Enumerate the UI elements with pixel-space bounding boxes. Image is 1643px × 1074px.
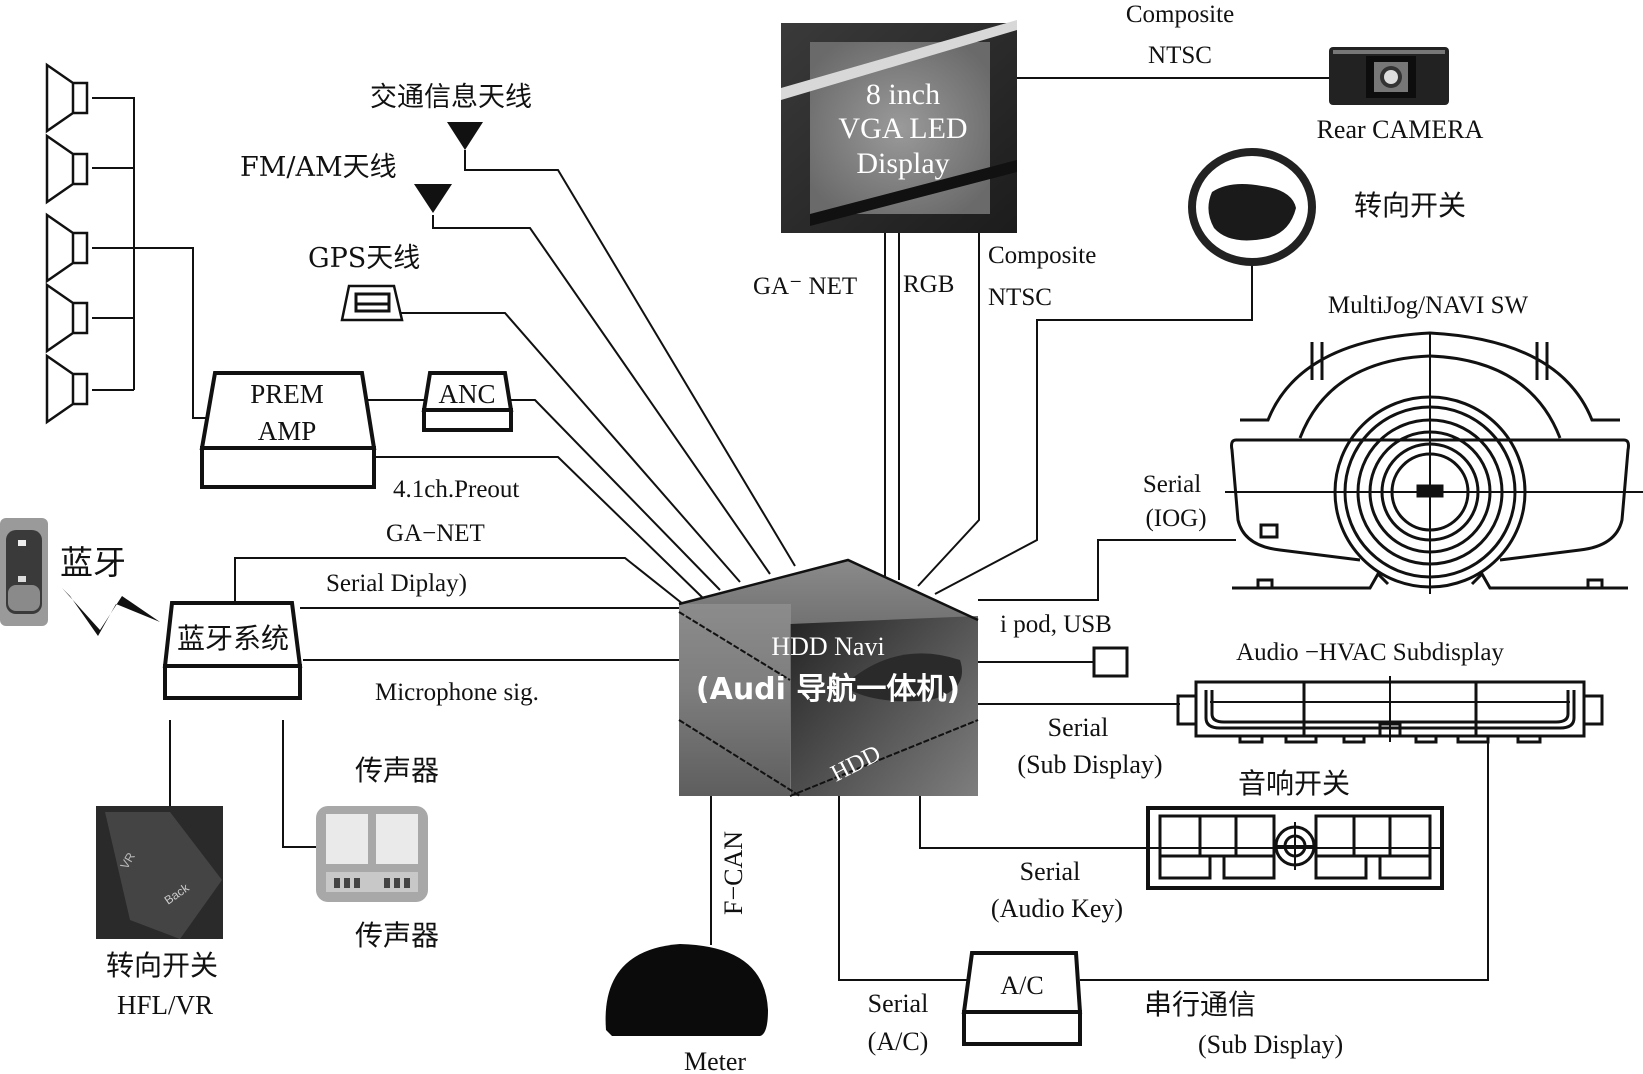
anc-central-wire: [511, 399, 721, 591]
mic-wire: [282, 720, 318, 848]
bluetooth-system: 蓝牙系统: [162, 601, 303, 700]
microphone-label-top: 传声器: [355, 754, 439, 787]
ac-label: A/C: [1000, 971, 1043, 1000]
speaker-bus-wire: [92, 97, 135, 391]
multijog-label: MultiJog/NAVI SW: [1328, 292, 1529, 319]
serial-iog-label-1: Serial: [1143, 471, 1201, 498]
ac-wire: [838, 796, 968, 981]
display-composite-label-2: NTSC: [988, 284, 1052, 311]
bluetooth-label: 蓝牙: [60, 543, 126, 582]
central-unit-label-1: HDD Navi: [771, 632, 884, 661]
ac-subdisplay-wire: [1080, 736, 1489, 981]
bluetooth-phone: [0, 518, 48, 626]
central-unit-label-2: (Audi 导航一体机): [696, 672, 960, 707]
fmam-wire: [432, 215, 771, 575]
lightning-icon: [62, 588, 160, 636]
anc-label: ANC: [438, 379, 495, 409]
meter-label: Meter: [684, 1047, 746, 1074]
ganet-wire: [234, 557, 694, 613]
serial-display-label: Serial Diplay): [326, 570, 467, 597]
gps-antenna-label: GPS天线: [308, 243, 420, 274]
microphone-label-bottom: 传声器: [355, 919, 439, 952]
serial-ac-label-2: (A/C): [868, 1027, 929, 1056]
prem-amp: PREM AMP: [199, 371, 377, 489]
anc-module: ANC: [421, 371, 514, 432]
hfl-label-1: 转向开关: [106, 949, 218, 982]
serial-comm-label-1: 串行通信: [1144, 988, 1256, 1021]
subdisplay-drawing: [1176, 676, 1604, 744]
speaker-icon: [45, 62, 89, 134]
fmam-antenna-label: FM/AM天线: [240, 152, 397, 183]
speaker-to-amp-wire: [92, 247, 212, 419]
gps-wire: [400, 312, 741, 583]
serial-ac-label-1: Serial: [868, 989, 929, 1018]
rear-camera-label: Rear CAMERA: [1317, 115, 1484, 144]
serial-iog-wire: [978, 539, 1236, 601]
microphone-photo: [316, 806, 428, 902]
meter-icon: [605, 944, 768, 1036]
antenna-icon: [414, 184, 452, 213]
steering-composite-wire: [934, 263, 1253, 595]
camera-signal-label-1: Composite: [1126, 1, 1234, 28]
display-monitor: 8 inch VGA LED Display: [781, 20, 1017, 233]
serial-iog-label-2: (IOG): [1145, 505, 1206, 532]
ipod-usb-label: i pod, USB: [1000, 611, 1112, 638]
display-composite-wire: [917, 233, 980, 587]
audiokey-wire: [919, 796, 1148, 849]
multijog-drawing: [1225, 331, 1643, 594]
subdisplay-label: Audio −HVAC Subdisplay: [1236, 639, 1504, 666]
display-ganet-label: GA⁻ NET: [753, 273, 857, 300]
rear-camera: [1329, 47, 1449, 105]
audio-switch-drawing: [1146, 806, 1444, 890]
preout-wire: [374, 456, 706, 601]
traffic-antenna-label: 交通信息天线: [370, 82, 532, 113]
speakers: [45, 62, 89, 425]
speaker-icon: [45, 212, 89, 284]
display-composite-label-1: Composite: [988, 242, 1096, 269]
traffic-antenna: 交通信息天线: [370, 82, 532, 150]
audio-switch-label: 音响开关: [1238, 767, 1350, 800]
steering-switch-icon: [1188, 148, 1316, 266]
gps-antenna: GPS天线: [308, 243, 420, 322]
bluetooth-system-label: 蓝牙系统: [177, 622, 289, 655]
fcan-label: F−CAN: [719, 831, 748, 915]
speaker-icon: [45, 282, 89, 354]
prem-amp-label-2: AMP: [258, 416, 317, 446]
display-rgb-label: RGB: [903, 271, 954, 298]
wires: [92, 77, 1489, 981]
speaker-icon: [45, 353, 89, 425]
gps-antenna-icon: [340, 284, 404, 322]
serial-subdisplay-label-2: (Sub Display): [1017, 750, 1162, 779]
ganet-label: GA−NET: [386, 520, 485, 547]
serial-audiokey-label-1: Serial: [1020, 857, 1081, 886]
traffic-wire: [464, 150, 796, 567]
prem-amp-label-1: PREM: [250, 379, 324, 409]
display-label-3: Display: [856, 147, 949, 180]
preout-label: 4.1ch.Preout: [393, 476, 519, 503]
serial-subdisplay-label-1: Serial: [1048, 713, 1109, 742]
usb-port-icon: [1092, 646, 1129, 678]
speaker-icon: [45, 133, 89, 205]
serial-comm-label-2: (Sub Display): [1198, 1030, 1343, 1059]
display-label-2: VGA LED: [838, 112, 967, 145]
mic-signal-label: Microphone sig.: [375, 679, 539, 706]
fmam-antenna: FM/AM天线: [240, 152, 452, 213]
camera-signal-label-2: NTSC: [1148, 42, 1212, 69]
hdd-navi-unit: HDD Navi (Audi 导航一体机) HDD: [678, 558, 979, 797]
display-label-1: 8 inch: [866, 78, 940, 111]
serial-audiokey-label-2: (Audio Key): [991, 894, 1123, 923]
hfl-label-2: HFL/VR: [117, 990, 213, 1020]
hfl-switch-photo: VR Back: [96, 806, 223, 939]
steering-switch-label: 转向开关: [1354, 189, 1466, 222]
ac-module: A/C: [961, 951, 1083, 1046]
antenna-icon: [447, 122, 483, 150]
